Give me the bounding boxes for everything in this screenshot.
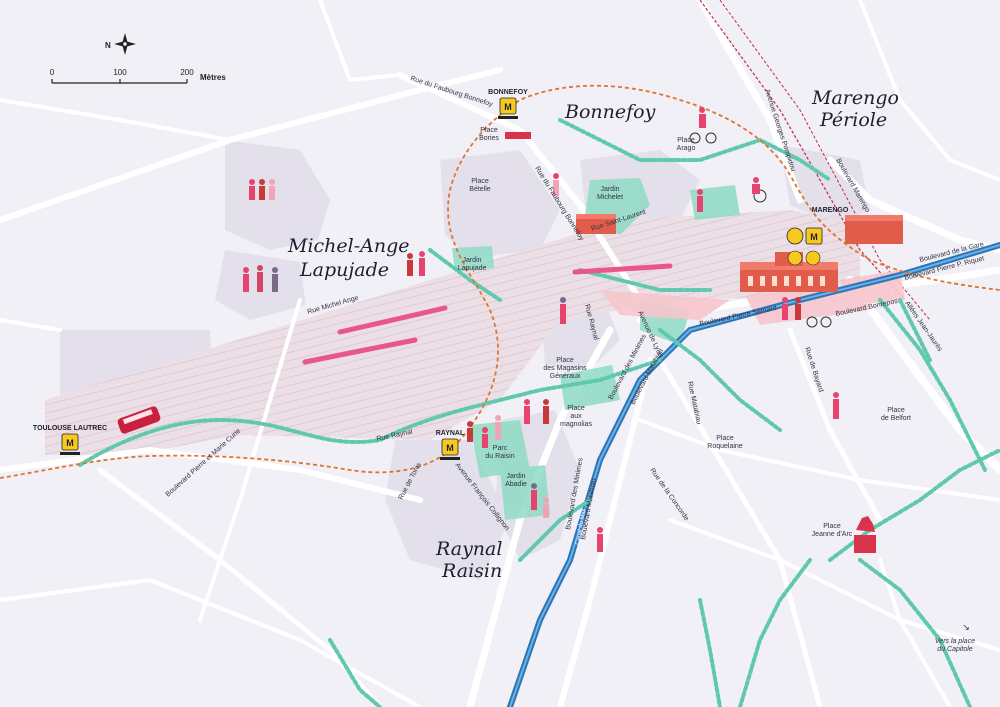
matabiau-signage <box>786 227 823 266</box>
svg-text:du Capitole: du Capitole <box>937 646 973 653</box>
svg-text:magnolias: magnolias <box>560 421 592 428</box>
tram-vehicle <box>117 406 161 434</box>
station-label-marengo: MARENGO <box>812 207 849 214</box>
metro-symbol: M <box>446 443 454 453</box>
district-lapujade: Lapujade <box>299 259 389 281</box>
metro-station-marengo[interactable]: MARENGO <box>812 207 849 214</box>
svg-text:Jardin: Jardin <box>462 257 481 264</box>
svg-text:Parc: Parc <box>493 445 508 452</box>
traveler-icon <box>553 173 559 196</box>
people-group-icon <box>249 179 275 200</box>
saint-laurent-building <box>576 214 616 234</box>
marengo-metro-m-icon: M <box>810 232 818 242</box>
metro-symbol: M <box>66 438 74 448</box>
metro-station-bonnefoy[interactable]: M BONNEFOY <box>488 89 528 119</box>
svg-text:Place: Place <box>887 407 905 414</box>
scale-tick: 0 <box>50 68 55 77</box>
svg-text:Jardin: Jardin <box>600 186 619 193</box>
svg-text:Jeanne d'Arc: Jeanne d'Arc <box>812 531 853 538</box>
scale-unit: Mètres <box>200 73 226 82</box>
runners-icon <box>524 399 549 424</box>
station-label-raynal: RAYNAL <box>436 430 465 437</box>
svg-text:Bories: Bories <box>479 135 499 142</box>
svg-text:M: M <box>810 232 818 242</box>
cyclist-icon <box>689 107 717 144</box>
svg-text:de Belfort: de Belfort <box>881 415 911 422</box>
svg-text:Place: Place <box>480 127 498 134</box>
svg-text:Place: Place <box>471 178 489 185</box>
jeanne-darc-statue-icon <box>854 516 876 553</box>
svg-text:Place: Place <box>716 435 734 442</box>
district-titles: Bonnefoy Marengo Périole Michel-Ange Lap… <box>287 87 899 582</box>
district-periole: Périole <box>819 109 887 131</box>
svg-text:Place: Place <box>823 523 841 530</box>
cyclists-icon <box>782 297 832 328</box>
family-icon <box>531 483 549 518</box>
tree-alignments <box>78 118 1000 707</box>
district-raisin: Raisin <box>441 560 502 582</box>
canal-highlight <box>509 244 1000 707</box>
svg-text:des Magasins: des Magasins <box>543 365 587 372</box>
metro-line <box>0 84 1000 479</box>
matabiau-station <box>740 252 838 292</box>
svg-text:Abadie: Abadie <box>505 481 527 488</box>
pedestrian-areas <box>600 270 905 325</box>
walker-icon <box>697 189 703 212</box>
people-illustrations <box>243 107 839 552</box>
walker-icon <box>833 392 839 419</box>
station-label-bonnefoy: BONNEFOY <box>488 89 528 96</box>
district-michel-ange: Michel-Ange <box>287 235 410 257</box>
svg-text:Généraux: Généraux <box>550 373 581 380</box>
runner-icon <box>597 527 603 552</box>
place-labels: Place Bories Place Bételle Place Arago J… <box>458 127 911 538</box>
svg-text:Roquelaine: Roquelaine <box>707 443 743 450</box>
walker-icon <box>560 297 566 324</box>
metro-symbol: M <box>504 102 512 112</box>
district-bonnefoy: Bonnefoy <box>564 101 656 123</box>
scale-tick: 100 <box>113 68 127 77</box>
svg-text:Jardin: Jardin <box>506 473 525 480</box>
svg-text:Place: Place <box>556 357 574 364</box>
trains <box>302 263 673 365</box>
people-group-icon <box>407 251 425 276</box>
scale-bar: 0 100 200 Mètres <box>50 68 226 84</box>
scale-tick: 200 <box>180 68 194 77</box>
arrow-icon: ↘ <box>962 622 970 632</box>
compass-rose-icon: N <box>105 33 136 55</box>
svg-text:Bételle: Bételle <box>469 186 491 193</box>
svg-text:du Raisin: du Raisin <box>485 453 514 460</box>
station-label-toulouse-lautrec: TOULOUSE LAUTREC <box>33 425 107 432</box>
svg-text:Arago: Arago <box>677 145 696 152</box>
capitole-direction: ↘ Vers la place du Capitole <box>935 622 975 653</box>
svg-text:aux: aux <box>570 413 582 420</box>
family-icon <box>467 415 501 448</box>
svg-text:Michelet: Michelet <box>597 194 623 201</box>
people-group-icon <box>243 265 278 292</box>
wheelchair-person-icon <box>752 177 767 203</box>
district-raynal: Raynal <box>435 538 502 560</box>
metro-station-raynal[interactable]: M RAYNAL <box>436 430 465 460</box>
bench-icon <box>505 132 531 139</box>
rail-yard <box>45 210 860 455</box>
marengo-building <box>845 215 903 244</box>
compass-north-label: N <box>105 41 111 50</box>
metro-station-toulouse-lautrec[interactable]: M TOULOUSE LAUTREC <box>33 425 107 455</box>
svg-text:Vers la place: Vers la place <box>935 638 975 645</box>
svg-text:Lapujade: Lapujade <box>458 265 487 272</box>
district-marengo: Marengo <box>811 87 899 109</box>
svg-text:Place: Place <box>567 405 585 412</box>
svg-text:Place: Place <box>677 137 695 144</box>
